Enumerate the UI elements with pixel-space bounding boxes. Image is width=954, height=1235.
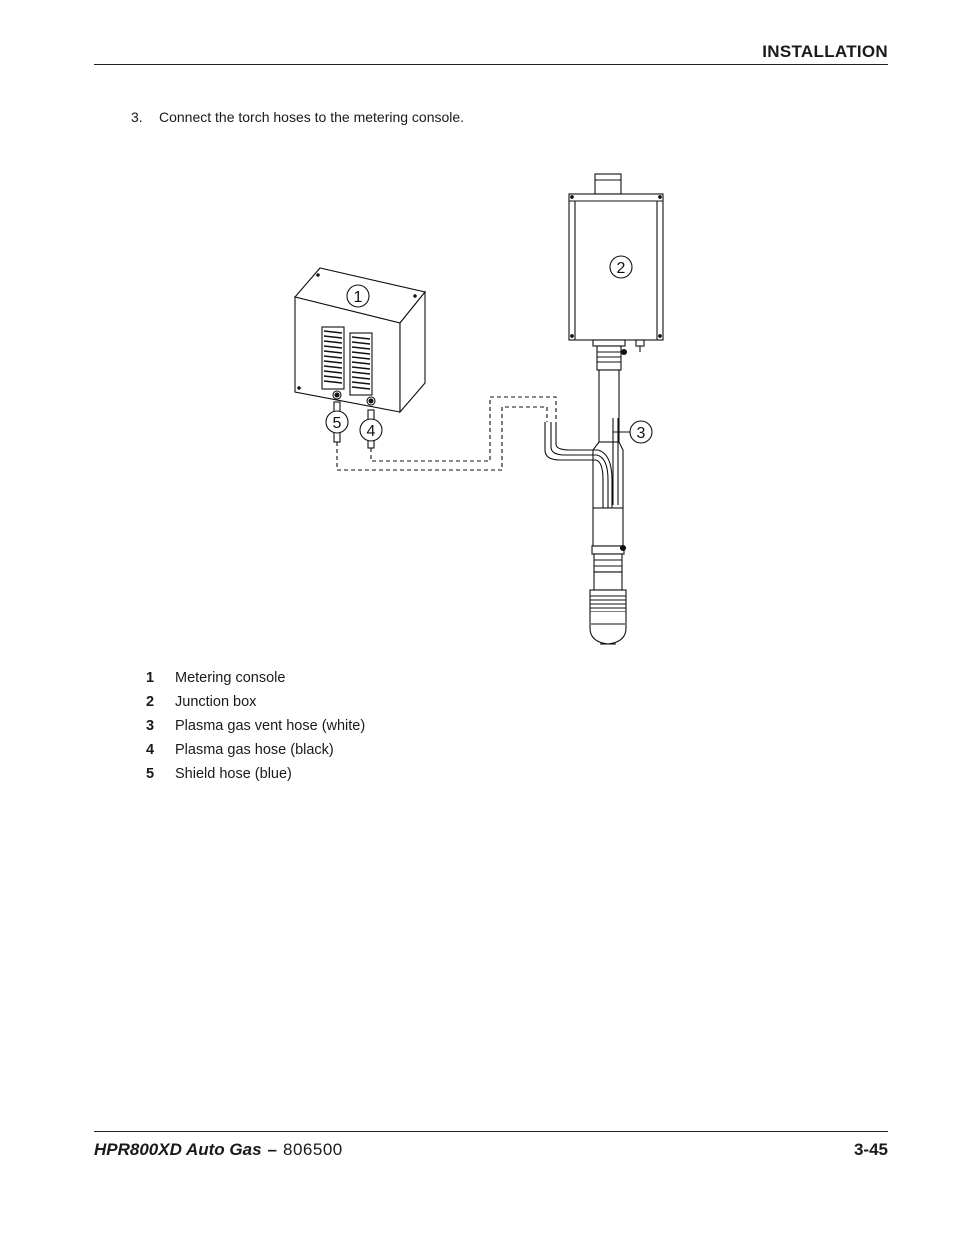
- callout-circle-4: [359, 418, 383, 442]
- callout-5: 5: [333, 415, 342, 432]
- legend-number: 1: [146, 670, 155, 686]
- legend-item: 3 Plasma gas vent hose (white): [146, 714, 365, 738]
- legend-label: Plasma gas hose (black): [175, 742, 334, 758]
- callout-circle-1: [346, 284, 370, 308]
- hose-routing-dashed: [336, 396, 557, 471]
- legend-label: Metering console: [175, 670, 286, 686]
- callout-3: 3: [637, 425, 646, 442]
- legend-label: Junction box: [175, 694, 257, 710]
- callout-circle-5: [325, 410, 349, 434]
- page-number: 3-45: [853, 1140, 888, 1159]
- legend-number: 5: [146, 766, 155, 782]
- legend-number: 3: [146, 718, 155, 734]
- figure-legend: 1 Metering console 2 Junction box 3 Plas…: [146, 666, 365, 786]
- document-number: 806500: [283, 1140, 343, 1159]
- step-text: Connect the torch hoses to the metering …: [159, 109, 465, 125]
- instruction-step: 3. Connect the torch hoses to the meterin…: [131, 109, 464, 125]
- callout-4: 4: [367, 423, 376, 440]
- torch-lead-drawing: [544, 345, 630, 645]
- step-number: 3.: [131, 109, 143, 125]
- metering-console-drawing: [293, 267, 426, 449]
- legend-label: Shield hose (blue): [175, 766, 292, 782]
- junction-box-drawing: [568, 173, 664, 352]
- product-name: HPR800XD Auto Gas: [94, 1140, 262, 1159]
- legend-item: 4 Plasma gas hose (black): [146, 738, 365, 762]
- legend-item: 5 Shield hose (blue): [146, 762, 365, 786]
- footer-rule: [94, 1131, 888, 1132]
- legend-number: 2: [146, 694, 155, 710]
- callout-2: 2: [617, 260, 626, 277]
- callout-circle-2: [609, 255, 633, 279]
- legend-number: 4: [146, 742, 155, 758]
- footer-dash: –: [267, 1140, 277, 1159]
- header-rule: [94, 64, 888, 65]
- footer-product: HPR800XD Auto Gas–806500: [94, 1140, 343, 1160]
- legend-item: 1 Metering console: [146, 666, 365, 690]
- legend-item: 2 Junction box: [146, 690, 365, 714]
- section-title: INSTALLATION: [762, 42, 888, 61]
- torch-hose-diagram: 1 2 3 4 5: [293, 173, 664, 645]
- callout-circle-3: [629, 420, 653, 444]
- legend-label: Plasma gas vent hose (white): [175, 718, 366, 734]
- callout-1: 1: [354, 289, 363, 306]
